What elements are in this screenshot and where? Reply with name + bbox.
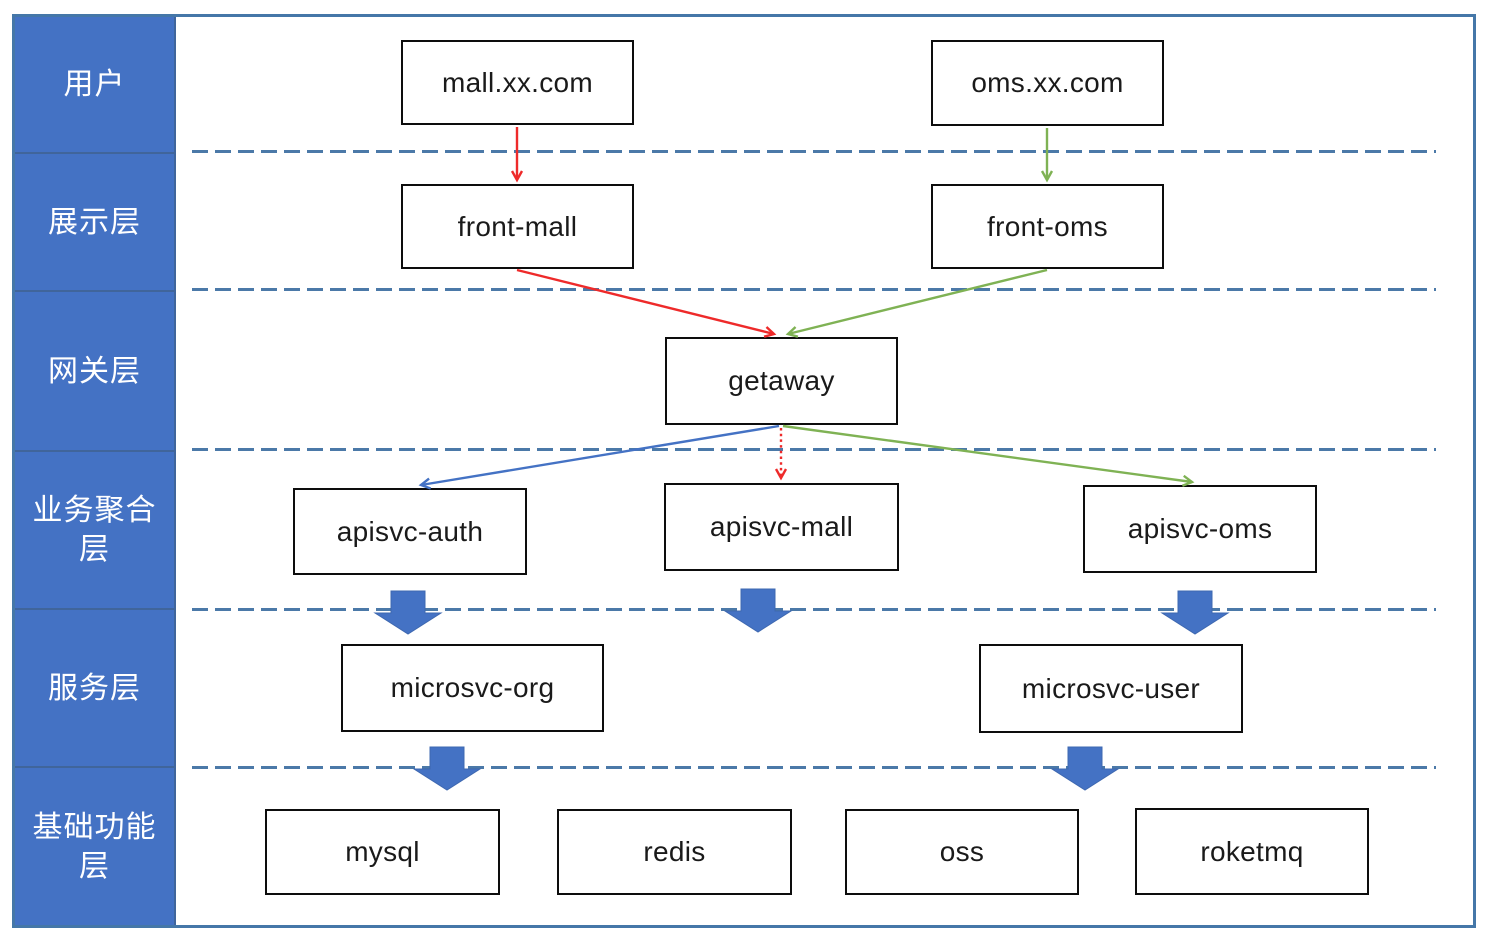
- layer-divider-2: [192, 288, 1436, 291]
- layer-divider-5: [192, 766, 1436, 769]
- layer-label-presentation: 展示层: [15, 152, 174, 290]
- layer-label-basic-function: 基础功能层: [15, 766, 174, 925]
- node-front-mall: front-mall: [401, 184, 634, 269]
- node-roketmq: roketmq: [1135, 808, 1369, 895]
- layer-divider-4: [192, 608, 1436, 611]
- diagram-frame: 用户 展示层 网关层 业务聚合层 服务层 基础功能层: [12, 14, 1476, 928]
- layer-label-business-aggregation: 业务聚合层: [15, 450, 174, 608]
- node-mall-xx-com: mall.xx.com: [401, 40, 634, 125]
- layer-divider-1: [192, 150, 1436, 153]
- node-getaway: getaway: [665, 337, 898, 425]
- node-microsvc-user: microsvc-user: [979, 644, 1243, 733]
- layer-label-service: 服务层: [15, 608, 174, 766]
- node-apisvc-auth: apisvc-auth: [293, 488, 527, 575]
- layer-divider-3: [192, 448, 1436, 451]
- node-oss: oss: [845, 809, 1079, 895]
- layer-sidebar: 用户 展示层 网关层 业务聚合层 服务层 基础功能层: [15, 17, 176, 925]
- node-mysql: mysql: [265, 809, 500, 895]
- node-front-oms: front-oms: [931, 184, 1164, 269]
- node-apisvc-mall: apisvc-mall: [664, 483, 899, 571]
- layer-label-gateway: 网关层: [15, 290, 174, 450]
- layer-label-user: 用户: [63, 68, 126, 101]
- node-oms-xx-com: oms.xx.com: [931, 40, 1164, 126]
- node-apisvc-oms: apisvc-oms: [1083, 485, 1317, 573]
- node-microsvc-org: microsvc-org: [341, 644, 604, 732]
- node-redis: redis: [557, 809, 792, 895]
